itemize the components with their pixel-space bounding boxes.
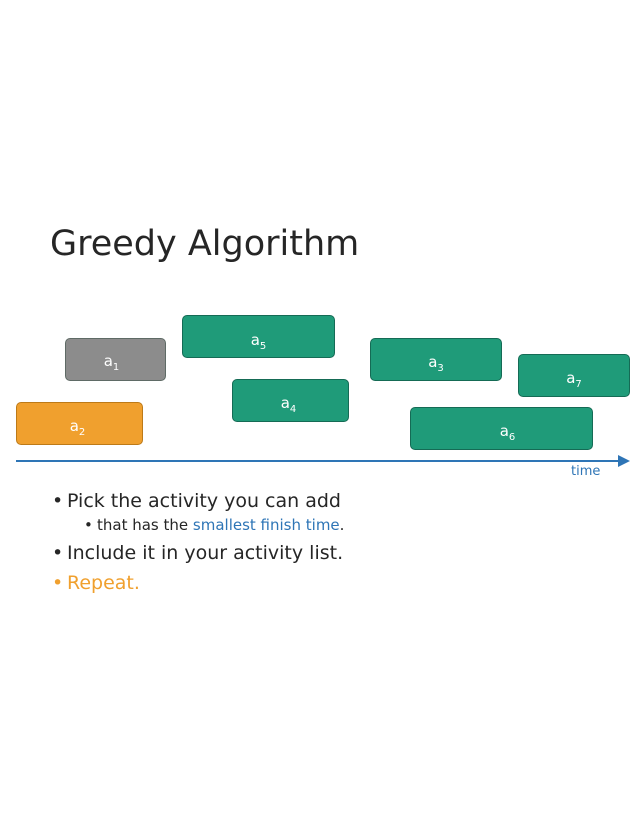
- activity-a1: a1: [65, 338, 166, 381]
- activity-a2: a2: [16, 402, 143, 445]
- bullet-dot-icon: •: [52, 490, 64, 512]
- activity-label: a5: [250, 331, 267, 352]
- bullet-text: Include it in your activity list.: [67, 542, 344, 564]
- bullet-text-suffix: .: [339, 516, 345, 534]
- bullet-text: Repeat.: [67, 572, 140, 594]
- time-axis-label: time: [571, 464, 601, 479]
- bullet-dot-icon: •: [84, 516, 93, 534]
- bullet-include: • Include it in your activity list.: [52, 542, 344, 564]
- activity-a7: a7: [518, 354, 630, 397]
- highlight-text: smallest finish time: [192, 516, 340, 534]
- activity-a5: a5: [182, 315, 335, 358]
- slide-title: Greedy Algorithm: [50, 224, 360, 264]
- activity-label: a4: [280, 394, 297, 415]
- bullet-dot-icon: •: [52, 572, 64, 594]
- activity-label: a7: [566, 369, 582, 390]
- bullet-text: Pick the activity you can add: [67, 490, 341, 512]
- activity-a3: a3: [370, 338, 502, 381]
- bullet-text-prefix: that has the: [97, 516, 193, 534]
- activity-label: a6: [499, 422, 516, 443]
- activity-label: a1: [103, 352, 120, 373]
- bullet-pick: • Pick the activity you can add: [52, 490, 344, 512]
- arrow-head-icon: [618, 455, 630, 467]
- bullet-dot-icon: •: [52, 542, 64, 564]
- activity-label: a3: [428, 353, 444, 374]
- activity-a4: a4: [232, 379, 349, 422]
- bullet-repeat: • Repeat.: [52, 572, 344, 594]
- bullet-list: • Pick the activity you can add • that h…: [52, 490, 344, 594]
- sub-bullet-finish-time: • that has the smallest finish time.: [52, 516, 344, 534]
- activity-label: a2: [69, 417, 86, 438]
- activity-a6: a6: [410, 407, 593, 450]
